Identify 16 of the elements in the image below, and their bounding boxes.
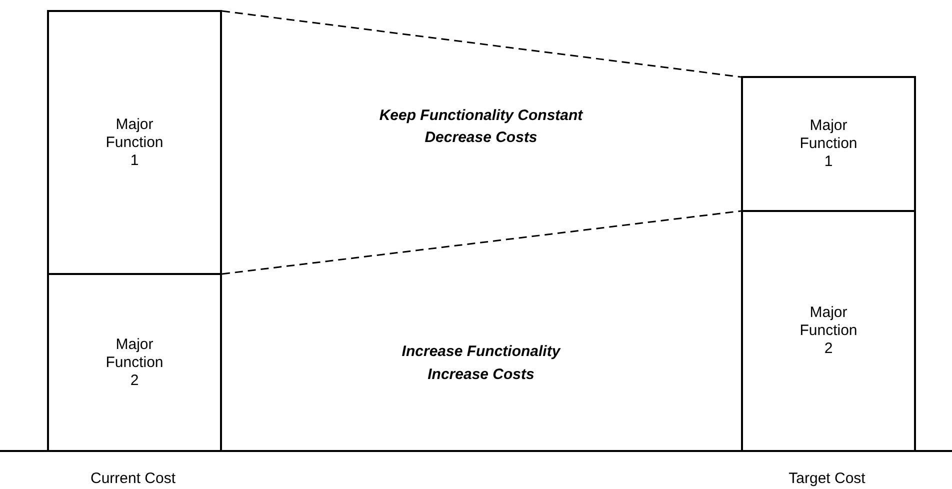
axis-label: Current Cost <box>90 470 176 487</box>
dashed-connector <box>222 10 742 78</box>
function-box <box>741 76 916 212</box>
annotation-text: Keep Functionality Constant <box>379 107 583 124</box>
function-label: Major Function 2 <box>104 336 164 390</box>
function-label: Major Function 1 <box>104 116 164 170</box>
function-box <box>47 273 222 452</box>
function-label: Major Function 1 <box>798 117 858 171</box>
function-box <box>47 10 222 275</box>
annotation-text: Increase Functionality <box>402 343 560 360</box>
function-label: Major Function 2 <box>798 304 858 358</box>
function-box <box>741 210 916 452</box>
annotation-text: Increase Costs <box>428 366 534 383</box>
axis-label: Target Cost <box>788 470 866 487</box>
annotation-text: Decrease Costs <box>424 129 538 146</box>
dashed-connector <box>222 210 742 275</box>
